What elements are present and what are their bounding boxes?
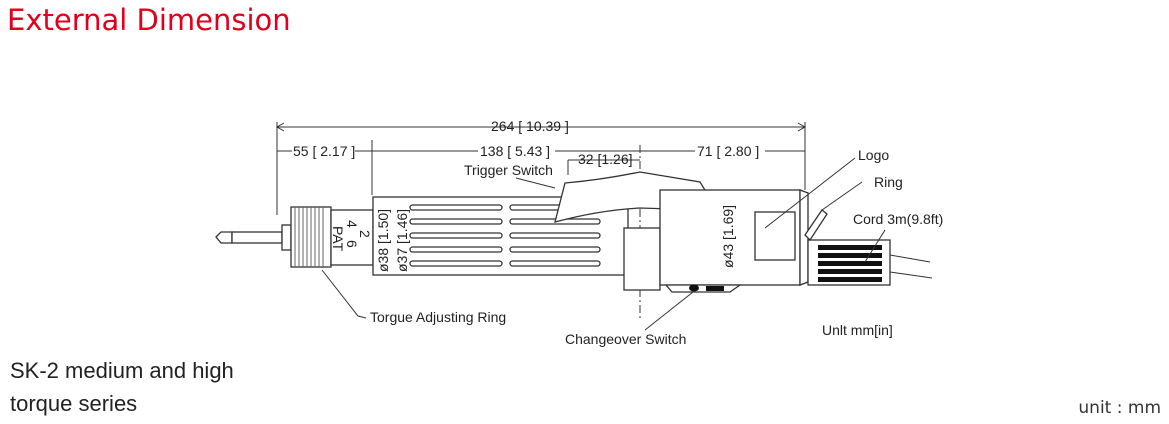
dim-trigger-label: 32 [1.26] [578, 151, 633, 167]
tool-body [215, 171, 933, 293]
dim-rear-label: 71 [ 2.80 ] [697, 143, 759, 159]
dimension-lines [275, 122, 807, 318]
caption-line-1: SK-2 medium and high [10, 358, 234, 383]
logo-label: Logo [858, 147, 889, 163]
leader-lines [321, 157, 886, 331]
cord-label: Cord 3m(9.8ft) [853, 211, 943, 227]
scale-2: 2 [357, 230, 373, 238]
changeover-switch-label: Changeover Switch [565, 331, 686, 347]
scale-6: 6 [344, 240, 360, 248]
unit-in-drawing-label: Unlt mm[in] [822, 322, 893, 338]
torque-ring-label: Torgue Adjusting Ring [370, 309, 506, 325]
series-caption: SK-2 medium and high torque series [10, 354, 234, 420]
page-title: External Dimension [7, 3, 291, 37]
pat-label: PAT [330, 226, 346, 252]
dim-total-label: 264 [ 10.39 ] [491, 118, 569, 134]
dim-body-label: 138 [ 5.43 ] [480, 143, 550, 159]
ring-label: Ring [874, 174, 903, 190]
diameter-37-label: ø37 [1.46] [394, 209, 410, 272]
trigger-switch-label: Trigger Switch [464, 162, 553, 178]
caption-line-2: torque series [10, 391, 138, 416]
scale-4: 4 [344, 220, 360, 228]
dim-front-label: 55 [ 2.17 ] [293, 143, 355, 159]
unit-label: unit : mm [1078, 398, 1161, 418]
diameter-43-label: ø43 [1.69] [720, 205, 736, 268]
diameter-38-label: ø38 [1.50] [375, 209, 391, 272]
